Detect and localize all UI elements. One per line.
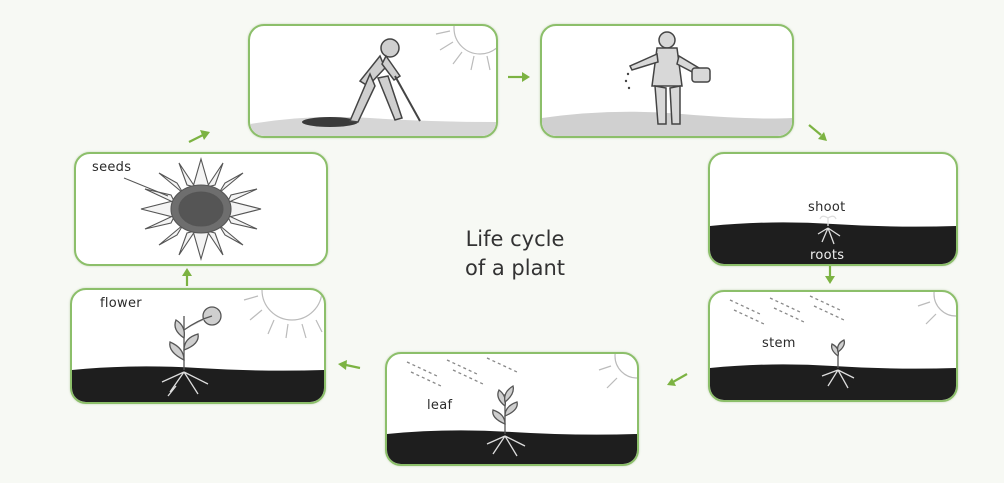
arrow-seeds-to-digging xyxy=(188,130,210,143)
sun-icon xyxy=(435,26,496,71)
stem-illustration xyxy=(710,292,956,400)
sun-icon xyxy=(917,292,956,325)
seeds-illustration xyxy=(123,156,262,262)
stage-planting-panel xyxy=(540,24,794,138)
stage-shoot-roots-panel: shoot roots xyxy=(708,152,958,266)
shoot-roots-illustration xyxy=(710,215,956,264)
sun-icon xyxy=(598,354,637,389)
arrow-flower-to-seeds xyxy=(182,268,192,286)
label-roots: roots xyxy=(810,248,845,263)
digging-illustration xyxy=(250,26,496,136)
diagram-title: Life cycle of a plant xyxy=(420,225,610,283)
label-leaf: leaf xyxy=(427,398,453,413)
label-flower: flower xyxy=(100,296,142,311)
leaf-plant-icon xyxy=(492,384,518,434)
sun-icon xyxy=(243,290,323,339)
farmer-planting-icon xyxy=(628,31,711,125)
flowering-plant-icon xyxy=(169,306,222,370)
rain-icon xyxy=(406,357,518,387)
leaf-illustration xyxy=(387,354,637,464)
stem-plant-icon xyxy=(830,339,846,368)
title-line-2: of a plant xyxy=(464,256,566,280)
arrow-digging-to-planting xyxy=(508,72,530,82)
rain-icon xyxy=(729,295,845,325)
title-line-1: Life cycle xyxy=(465,227,565,251)
farmer-digging-icon xyxy=(348,38,421,123)
stage-digging-panel xyxy=(248,24,498,138)
sunflower-icon xyxy=(140,156,262,262)
flower-illustration xyxy=(72,290,324,402)
stage-leaf-panel: leaf xyxy=(385,352,639,466)
stage-stem-panel: stem xyxy=(708,290,958,402)
arrow-stem-to-leaf xyxy=(667,373,688,386)
label-shoot: shoot xyxy=(808,200,846,215)
falling-seeds-icon xyxy=(624,72,631,90)
label-stem: stem xyxy=(762,336,796,351)
arrow-planting-to-shoot xyxy=(808,124,827,141)
label-seeds: seeds xyxy=(92,160,132,175)
stage-seeds-panel: seeds xyxy=(74,152,328,266)
planting-illustration xyxy=(542,31,792,136)
seedling-icon xyxy=(817,215,841,245)
arrow-shoot-to-stem xyxy=(825,266,835,284)
stage-flower-panel: flower xyxy=(70,288,326,404)
arrow-leaf-to-flower xyxy=(338,360,361,370)
